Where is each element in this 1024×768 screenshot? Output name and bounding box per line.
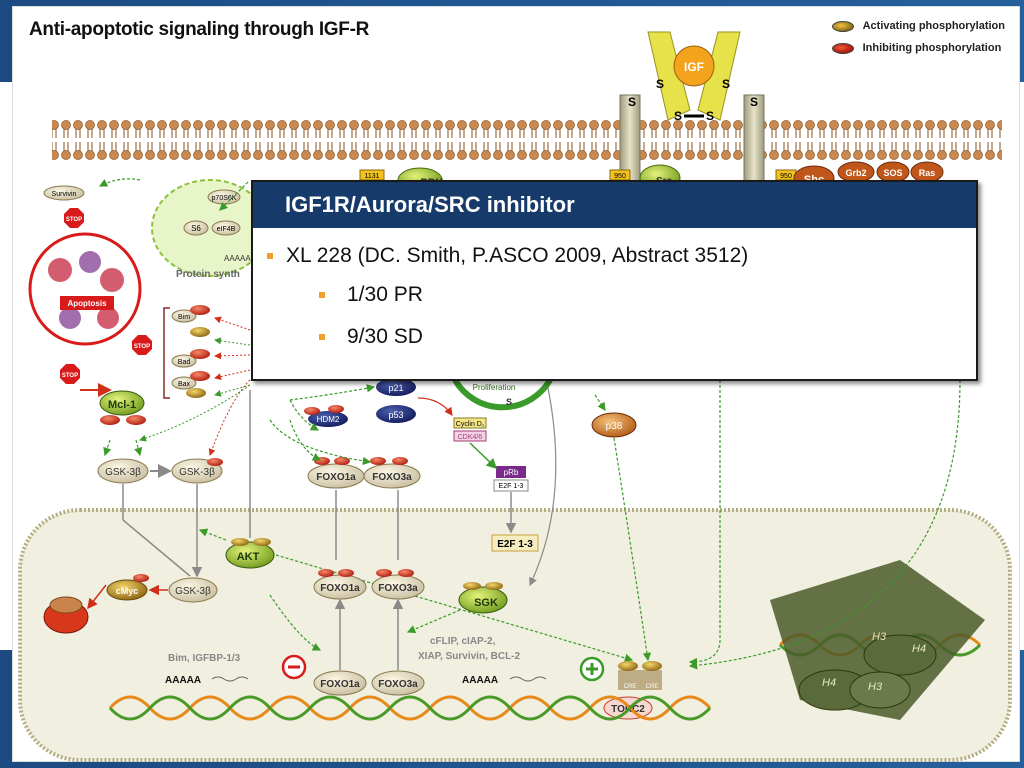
svg-text:S: S [750, 95, 758, 109]
svg-text:GSK-3β: GSK-3β [179, 467, 215, 478]
svg-text:cMyc: cMyc [116, 586, 139, 596]
p53-module: p21 p53 HDM2 [304, 378, 416, 427]
svg-text:H3: H3 [872, 631, 887, 643]
legend-row-inhibiting: Inhibiting phosphorylation [831, 37, 1005, 59]
svg-text:STOP: STOP [134, 344, 150, 350]
callout-sub-bullet-sd: 9/30 SD [267, 316, 976, 358]
svg-text:S6: S6 [191, 224, 201, 233]
igf-receptor: IGF S S S S S S [619, 31, 765, 186]
svg-text:FOXO1a: FOXO1a [320, 679, 360, 690]
svg-text:S: S [674, 109, 682, 123]
svg-text:HDM2: HDM2 [317, 415, 340, 424]
svg-text:Ras: Ras [919, 168, 936, 178]
antiapoptotic-genes-label-2: XIAP, Survivin, BCL-2 [418, 651, 521, 662]
callout-sub-bullet-text: 1/30 PR [347, 283, 423, 306]
igf-ligand [673, 45, 715, 87]
inhibiting-phosphorylation-icon [831, 42, 854, 54]
svg-text:Cyclin D₁: Cyclin D₁ [456, 421, 485, 428]
svg-text:S: S [722, 77, 730, 91]
antiapoptotic-genes-label-1: cFLIP, cIAP-2, [430, 636, 496, 647]
bullet-square-icon [319, 292, 325, 298]
svg-text:AAAAA: AAAAA [224, 254, 251, 263]
callout-main-bullet-text: XL 228 (DC. Smith, P.ASCO 2009, Abstract… [286, 244, 749, 267]
svg-text:Mcl-1: Mcl-1 [108, 399, 136, 411]
gsk3b-cytoplasm: GSK-3β GSK-3β [97, 458, 223, 484]
callout-body: XL 228 (DC. Smith, P.ASCO 2009, Abstract… [253, 228, 976, 358]
foxo-nucleus: FOXO1a FOXO3a FOXO1a FOXO3a [313, 490, 425, 696]
svg-text:Bim: Bim [178, 314, 190, 321]
activating-phosphorylation-icon [831, 20, 854, 32]
figure-legend: Activating phosphorylation Inhibiting ph… [831, 15, 1005, 59]
svg-text:Bad: Bad [178, 359, 191, 366]
svg-text:FOXO1a: FOXO1a [316, 472, 356, 483]
legend-activating-label: Activating phosphorylation [862, 20, 1005, 32]
svg-text:S: S [656, 77, 664, 91]
svg-text:STOP: STOP [62, 373, 78, 379]
svg-text:pRb: pRb [504, 468, 519, 477]
callout-header: IGF1R/Aurora/SRC inhibitor [253, 182, 976, 228]
bcl2-family: Bim Bad Bax [163, 305, 210, 399]
svg-text:p21: p21 [388, 383, 403, 393]
svg-text:Survivin: Survivin [52, 191, 77, 198]
svg-text:SGK: SGK [474, 597, 498, 609]
svg-text:eIF4B: eIF4B [217, 226, 236, 233]
legend-row-activating: Activating phosphorylation [831, 15, 1005, 37]
svg-text:Grb2: Grb2 [845, 168, 866, 178]
svg-text:FOXO1a: FOXO1a [320, 583, 360, 594]
p38-module: p38 [591, 412, 637, 438]
svg-text:S: S [706, 109, 714, 123]
signal-arrows [80, 178, 961, 670]
histone-module: H3 H4 H4 H3 [770, 560, 985, 720]
svg-text:CRE: CRE [646, 684, 659, 690]
svg-text:AAAAA: AAAAA [462, 675, 498, 686]
svg-text:FOXO3a: FOXO3a [378, 583, 418, 594]
svg-text:SOS: SOS [883, 168, 902, 178]
svg-text:1131: 1131 [364, 173, 379, 180]
callout-sub-bullet-text: 9/30 SD [347, 325, 423, 348]
svg-text:FOXO3a: FOXO3a [378, 679, 418, 690]
svg-text:p38: p38 [606, 421, 623, 432]
svg-text:H3: H3 [868, 681, 883, 693]
foxo-cytoplasm: FOXO1a FOXO3a [307, 457, 421, 489]
svg-text:STOP: STOP [66, 217, 82, 223]
svg-text:p70S6K: p70S6K [212, 195, 237, 202]
svg-text:950: 950 [780, 173, 792, 180]
svg-text:GSK-3β: GSK-3β [175, 586, 211, 597]
sgk-node: SGK [406, 582, 508, 634]
svg-text:E2F 1-3: E2F 1-3 [499, 483, 524, 490]
svg-text:Protein synth: Protein synth [176, 269, 240, 280]
bim-igfbp-label: Bim, IGFBP-1/3 [168, 653, 241, 664]
cmyc-module: cMyc GSK-3β [43, 484, 218, 634]
svg-text:H4: H4 [912, 643, 926, 655]
bullet-square-icon [267, 253, 273, 259]
bullet-square-icon [319, 334, 325, 340]
svg-text:S: S [506, 397, 512, 407]
svg-text:S: S [628, 95, 636, 109]
legend-inhibiting-label: Inhibiting phosphorylation [862, 42, 1002, 54]
callout-main-bullet: XL 228 (DC. Smith, P.ASCO 2009, Abstract… [267, 238, 976, 274]
svg-text:CDK4/6: CDK4/6 [458, 434, 483, 441]
svg-text:Bax: Bax [178, 381, 191, 388]
svg-text:FOXO3a: FOXO3a [372, 472, 412, 483]
callout-sub-bullet-pr: 1/30 PR [267, 274, 976, 316]
akt-node: AKT [198, 390, 634, 662]
svg-text:GSK-3β: GSK-3β [105, 467, 141, 478]
cell-cycle-module: Proliferation S Cyclin D₁ CDK4/6 pRb E2F… [452, 378, 553, 552]
figure-title: Anti-apoptotic signaling through IGF-R [29, 19, 370, 40]
svg-text:AKT: AKT [237, 551, 260, 563]
inhibitor-callout: IGF1R/Aurora/SRC inhibitor XL 228 (DC. S… [251, 180, 978, 381]
cell-membrane [52, 120, 1002, 160]
svg-text:E2F 1-3: E2F 1-3 [497, 539, 533, 550]
svg-text:IGF: IGF [684, 60, 704, 74]
svg-text:CRE: CRE [624, 684, 637, 690]
svg-text:Proliferation: Proliferation [473, 383, 516, 392]
svg-text:950: 950 [614, 173, 626, 180]
nucleus [18, 508, 1012, 762]
svg-text:AAAAA: AAAAA [165, 675, 201, 686]
apoptosis-module: Survivin STOP Apoptosis STOP STOP Mcl-1 [28, 185, 152, 425]
svg-text:p53: p53 [388, 410, 403, 420]
svg-text:Apoptosis: Apoptosis [67, 299, 107, 308]
svg-text:H4: H4 [822, 677, 836, 689]
